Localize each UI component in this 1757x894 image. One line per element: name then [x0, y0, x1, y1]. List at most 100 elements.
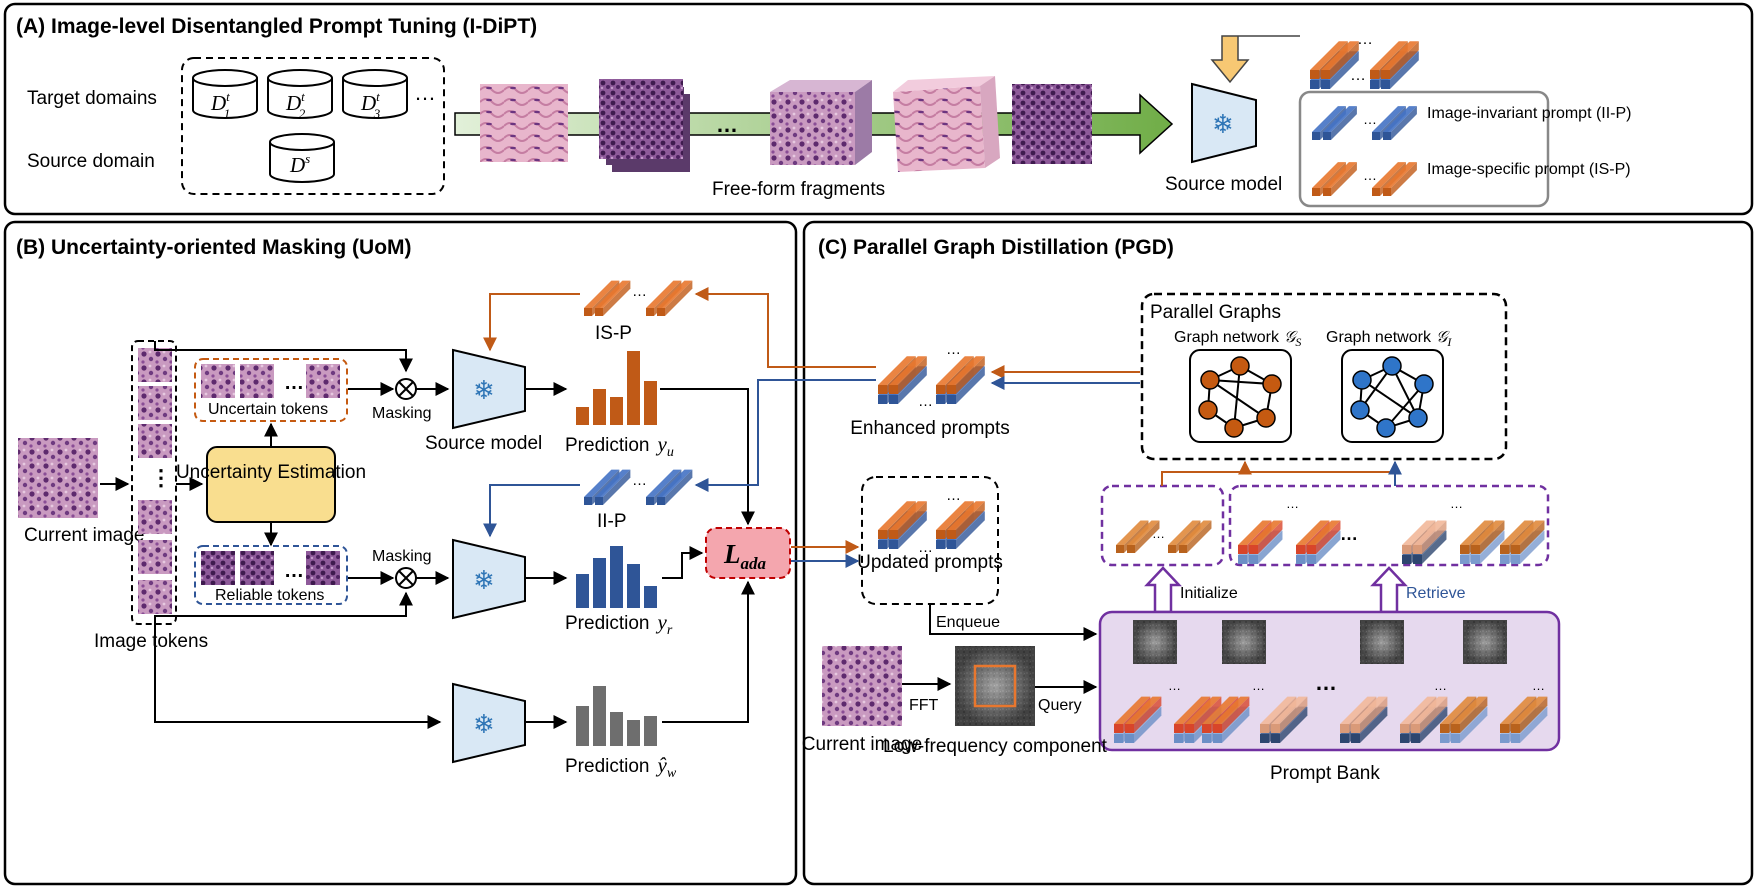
bank-prompts: ………… — [1114, 678, 1548, 743]
retrieve-arrow — [1370, 566, 1408, 614]
source-model-label-b: Source model — [425, 433, 542, 454]
fft-label: FFT — [909, 697, 939, 714]
svg-text:…: … — [284, 372, 304, 394]
retrieve-prompts: ……… — [1238, 496, 1545, 564]
domains-box — [181, 57, 445, 195]
iip-label: II-P — [597, 511, 627, 532]
fragment-1 — [480, 84, 568, 162]
reliable-token — [306, 551, 340, 585]
query-label: Query — [1038, 697, 1082, 714]
graph-node — [1256, 408, 1276, 428]
uncertain-token — [240, 364, 274, 398]
histogram-bar — [593, 686, 606, 746]
image-token — [138, 424, 172, 458]
svg-text:…: … — [1363, 167, 1377, 183]
initialize-label: Initialize — [1180, 585, 1238, 602]
panel-a-title: (A) Image-level Disentangled Prompt Tuni… — [16, 15, 537, 38]
svg-text:…: … — [1152, 526, 1165, 541]
svg-text:…: … — [946, 487, 961, 504]
histogram-bar — [627, 351, 640, 425]
initialize-prompts: … — [1116, 520, 1212, 553]
histogram-icon — [576, 351, 657, 425]
legend-iip-prompt: … — [1312, 106, 1417, 140]
uncertainty-estimation-box — [206, 446, 336, 523]
otimes-icon — [395, 567, 417, 589]
graph-node — [1350, 400, 1370, 420]
graph-node — [1408, 408, 1428, 428]
snowflake-icon: ❄ — [473, 565, 495, 595]
graph-node — [1382, 356, 1402, 376]
histogram-bar — [627, 564, 640, 608]
panel-b-title: (B) Uncertainty-oriented Masking (UoM) — [16, 236, 412, 259]
image-token — [138, 348, 172, 382]
reliable-tokens-label: Reliable tokens — [215, 587, 324, 604]
graph-node — [1376, 418, 1396, 438]
svg-text:…: … — [918, 393, 933, 410]
snowflake-icon: ❄ — [473, 709, 495, 739]
svg-text:Dt2: Dt2 — [285, 89, 306, 121]
svg-text:…: … — [1350, 67, 1366, 84]
arrow-ellipsis: … — [716, 112, 738, 137]
low-frequency-label: Low-frequency component — [883, 736, 1108, 757]
isp-label: IS-P — [595, 323, 632, 344]
svg-text:…: … — [1363, 111, 1377, 127]
svg-text:…: … — [632, 283, 647, 300]
iip-prompts-b: … — [584, 469, 693, 505]
histogram-bar — [576, 407, 589, 425]
histogram-bar — [576, 706, 589, 746]
panel-c-title: (C) Parallel Graph Distillation (PGD) — [818, 236, 1174, 259]
isp-prompts-b: … — [584, 280, 693, 316]
graph-icon — [1350, 356, 1434, 438]
graph-node — [1224, 418, 1244, 438]
snowflake-icon: ❄ — [473, 375, 495, 405]
image-token — [138, 500, 172, 534]
legend-isp-prompt: … — [1312, 162, 1417, 196]
legend-box — [1298, 90, 1550, 208]
histogram-bar — [644, 716, 657, 746]
source-model-b1: ❄ — [452, 348, 526, 430]
histogram-icon — [576, 686, 657, 746]
svg-text:…: … — [946, 341, 961, 358]
uncertain-tokens-label: Uncertain tokens — [208, 401, 328, 418]
svg-text:Dt1: Dt1 — [210, 89, 230, 121]
image-token — [138, 540, 172, 574]
current-image-label-c: Current image — [802, 734, 922, 755]
legend-isp-label: Image-specific prompt (IS-P) — [1427, 161, 1631, 178]
graph-node — [1262, 374, 1282, 394]
panel-b-frame — [3, 220, 798, 886]
histogram-icon — [576, 546, 657, 608]
reliable-token — [201, 551, 235, 585]
source-model-b3: ❄ — [452, 682, 526, 764]
histogram-bar — [610, 712, 623, 746]
source-model-b2: ❄ — [452, 538, 526, 620]
yellow-arrow — [1210, 35, 1300, 84]
panel-a-prompts: …… — [1310, 31, 1419, 89]
loss-box — [705, 527, 791, 579]
target-domains-label: Target domains — [27, 88, 157, 109]
svg-text:…: … — [1357, 31, 1373, 48]
histogram-bar — [644, 381, 657, 425]
domains-ellipsis: … — [414, 80, 436, 105]
parallel-graphs-label: Parallel Graphs — [1150, 302, 1281, 323]
svg-text:…: … — [1450, 496, 1463, 511]
histogram-bar — [610, 397, 623, 425]
prompt-bank-label: Prompt Bank — [1270, 763, 1380, 784]
histogram-bar — [593, 389, 606, 425]
svg-text:Dt3: Dt3 — [360, 89, 381, 121]
current-image-c — [822, 646, 902, 726]
loss-label: Lada — [723, 539, 767, 573]
fragment-3 — [770, 80, 872, 165]
source-domain-label: Source domain — [27, 151, 155, 172]
legend-iip-label: Image-invariant prompt (II-P) — [1427, 105, 1632, 122]
graph-icon — [1198, 356, 1282, 438]
source-model-label-a: Source model — [1165, 174, 1282, 195]
bank-ellipsis: … — [1315, 670, 1337, 695]
svg-text:…: … — [1532, 678, 1545, 693]
